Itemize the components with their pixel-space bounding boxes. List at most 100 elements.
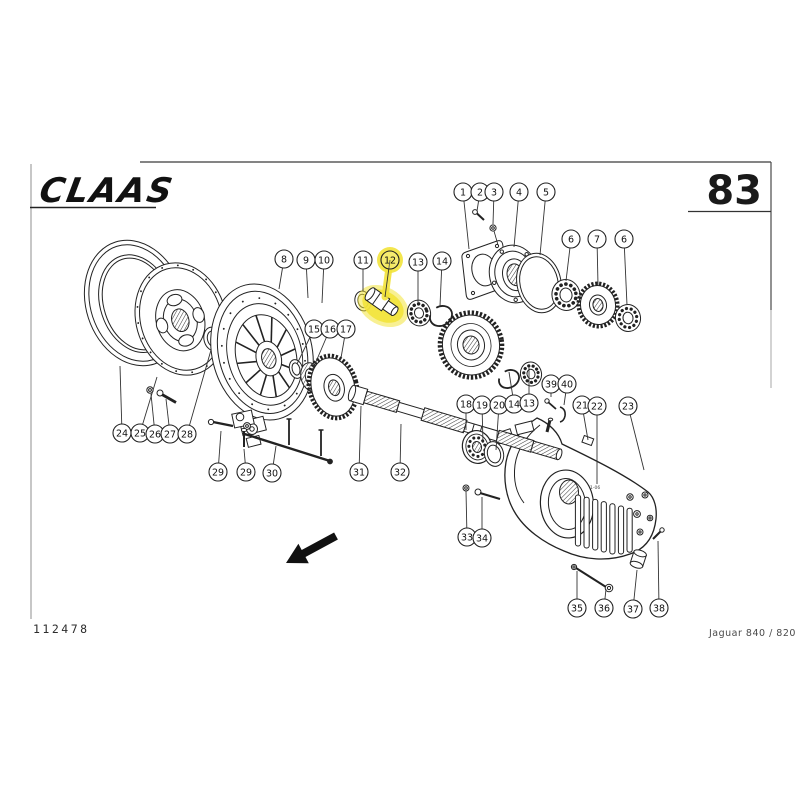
- callout-39: 39: [541, 374, 561, 397]
- drain-plug-37: [629, 549, 647, 569]
- cover-bolt: [472, 209, 485, 221]
- callout-8: 8: [274, 249, 294, 290]
- callout-22: 22: [587, 396, 607, 484]
- callout-13: 13: [408, 252, 428, 302]
- gearbox-housing: [495, 417, 657, 560]
- callout-12: 12: [377, 247, 403, 301]
- casting-mark: 1-06: [590, 485, 600, 491]
- callout-18: 18: [456, 394, 476, 430]
- svg-text:13: 13: [412, 257, 424, 268]
- svg-text:6: 6: [621, 234, 627, 245]
- snap-ring-14b: [498, 369, 520, 389]
- svg-text:11: 11: [357, 255, 369, 266]
- callout-21: 21: [572, 395, 592, 441]
- svg-text:8: 8: [281, 254, 287, 265]
- cooling-fins: [574, 494, 633, 555]
- callout-6: 6: [614, 229, 634, 306]
- svg-text:17: 17: [340, 324, 352, 335]
- svg-text:32: 32: [394, 467, 406, 478]
- callout-4: 4: [509, 182, 529, 248]
- svg-text:37: 37: [627, 604, 639, 615]
- callout-38: 38: [649, 540, 669, 618]
- callout-28: 28: [177, 349, 212, 444]
- callout-27: 27: [160, 398, 180, 444]
- svg-text:20: 20: [493, 400, 505, 411]
- snap-ring-14: [429, 305, 453, 327]
- housing-bolts-33-34: [462, 484, 501, 501]
- callout-1: 1: [453, 182, 473, 250]
- svg-text:15: 15: [308, 324, 320, 335]
- model-label: Jaguar 840 / 820: [708, 628, 796, 639]
- svg-text:12: 12: [384, 255, 396, 266]
- svg-text:3: 3: [491, 187, 497, 198]
- svg-text:5: 5: [543, 187, 549, 198]
- callout-6: 6: [561, 229, 581, 282]
- callout-35: 35: [567, 571, 587, 618]
- cover-washer: [489, 224, 499, 246]
- callout-30: 30: [262, 445, 282, 483]
- page-frame: [30, 161, 772, 619]
- direction-arrow-icon: [286, 532, 338, 564]
- callout-29: 29: [236, 448, 256, 482]
- svg-text:25: 25: [134, 428, 146, 439]
- housing-bosses: [626, 491, 654, 536]
- svg-text:27: 27: [164, 429, 176, 440]
- callout-19: 19: [472, 395, 492, 444]
- bearing-13: [406, 299, 432, 327]
- callout-9: 9: [296, 250, 316, 299]
- large-gear: [437, 310, 505, 380]
- svg-text:10: 10: [318, 255, 330, 266]
- svg-text:6: 6: [568, 234, 574, 245]
- clutch-disc: [134, 262, 228, 376]
- callout-33: 33: [457, 490, 477, 547]
- svg-text:34: 34: [476, 533, 488, 544]
- callout-31: 31: [349, 405, 369, 482]
- release-rod: [242, 418, 333, 465]
- svg-text:21: 21: [576, 400, 588, 411]
- svg-text:30: 30: [266, 468, 278, 479]
- svg-text:39: 39: [545, 379, 557, 390]
- svg-text:29: 29: [240, 467, 252, 478]
- callout-40: 40: [557, 374, 577, 406]
- release-fork-parts: [207, 409, 255, 447]
- callout-11: 11: [353, 250, 373, 291]
- gasket-ring: [516, 252, 562, 314]
- svg-text:24: 24: [116, 428, 128, 439]
- bearing-6a: [551, 279, 581, 311]
- callout-24: 24: [112, 365, 132, 443]
- svg-text:14: 14: [436, 256, 448, 267]
- svg-text:2: 2: [477, 187, 483, 198]
- svg-text:38: 38: [653, 603, 665, 614]
- callout-5: 5: [536, 182, 556, 256]
- brand-logo: CLAAS: [36, 171, 177, 211]
- callout-37: 37: [623, 569, 643, 619]
- svg-text:23: 23: [622, 401, 634, 412]
- document-number: 112478: [33, 622, 90, 636]
- svg-text:36: 36: [598, 603, 610, 614]
- svg-text:9: 9: [303, 255, 309, 266]
- svg-text:29: 29: [212, 467, 224, 478]
- svg-text:1: 1: [460, 187, 466, 198]
- svg-text:33: 33: [461, 532, 473, 543]
- bearing-6b: [614, 304, 642, 332]
- svg-text:40: 40: [561, 379, 573, 390]
- svg-text:28: 28: [181, 429, 193, 440]
- svg-text:13: 13: [523, 398, 535, 409]
- svg-text:18: 18: [460, 399, 472, 410]
- svg-text:4: 4: [516, 187, 522, 198]
- gear-7: [576, 281, 620, 329]
- screw-38: [652, 527, 665, 540]
- callout-23: 23: [618, 396, 645, 471]
- svg-text:35: 35: [571, 603, 583, 614]
- callout-36: 36: [594, 588, 614, 618]
- small-pins: [544, 398, 566, 423]
- svg-text:26: 26: [149, 429, 161, 440]
- svg-text:14: 14: [508, 399, 520, 410]
- callout-17: 17: [336, 319, 356, 359]
- svg-text:22: 22: [591, 401, 603, 412]
- highlighted-shaft-part: [364, 287, 399, 317]
- callout-13: 13: [519, 367, 539, 413]
- svg-text:31: 31: [353, 467, 365, 478]
